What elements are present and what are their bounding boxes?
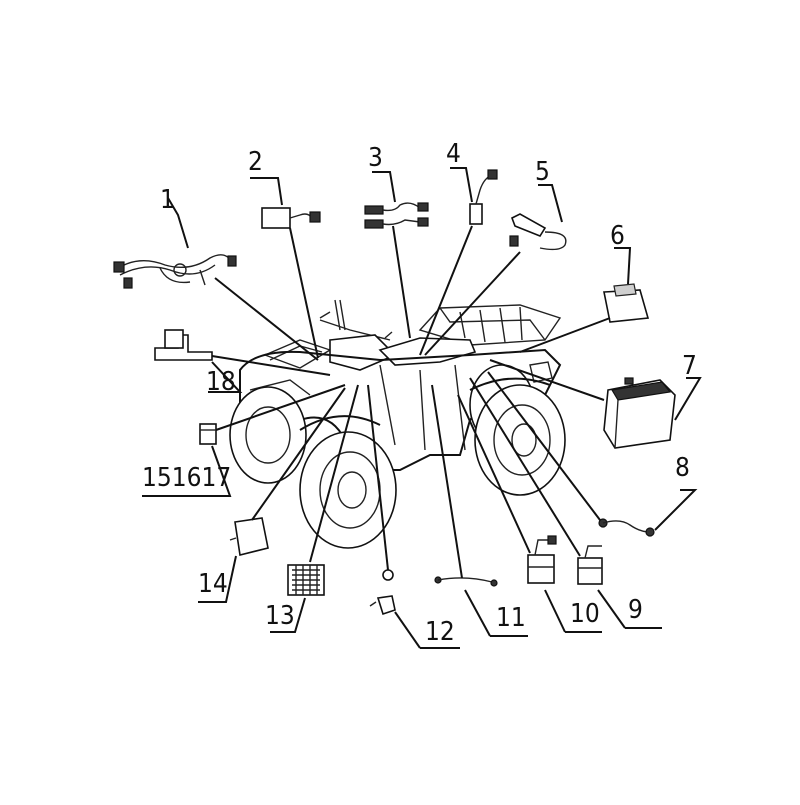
callout-1: 1 xyxy=(160,185,175,215)
starter-relay-part xyxy=(577,545,603,585)
ground-cable-part xyxy=(598,518,655,537)
switch-assembly-part xyxy=(364,202,429,229)
callout-151617: 151617 xyxy=(142,463,231,493)
callout-5: 5 xyxy=(535,157,550,187)
sensor-part xyxy=(469,169,498,225)
callout-4: 4 xyxy=(446,139,461,169)
wiring-harness-part xyxy=(113,254,237,289)
neutral-switch-part xyxy=(369,569,396,616)
lead-wire-part xyxy=(434,576,498,587)
callout-6: 6 xyxy=(610,221,625,251)
mounting-bracket-part xyxy=(154,329,213,361)
cdi-unit-part xyxy=(261,207,321,229)
callout-18: 18 xyxy=(206,367,236,397)
ignition-coil-part xyxy=(229,517,269,556)
callout-14: 14 xyxy=(198,569,228,599)
callout-9: 9 xyxy=(628,595,643,625)
temperature-sensor-part xyxy=(509,213,567,251)
callout-3: 3 xyxy=(368,143,383,173)
callout-10: 10 xyxy=(570,599,600,629)
callout-7: 7 xyxy=(682,351,697,381)
voltage-regulator-part xyxy=(287,564,325,596)
callout-8: 8 xyxy=(675,453,690,483)
fuse-relay-part xyxy=(199,423,217,445)
callout-12: 12 xyxy=(425,617,455,647)
leader-lines xyxy=(142,167,702,649)
callout-13: 13 xyxy=(265,601,295,631)
atv-illustration xyxy=(229,299,566,549)
battery-part xyxy=(603,377,676,449)
relay-part xyxy=(603,283,650,323)
callout-labels: 1 2 3 4 5 6 7 8 9 10 11 12 13 14 151617 … xyxy=(142,139,697,647)
flasher-relay-part xyxy=(527,535,557,584)
callout-11: 11 xyxy=(496,603,526,633)
callout-2: 2 xyxy=(248,147,263,177)
